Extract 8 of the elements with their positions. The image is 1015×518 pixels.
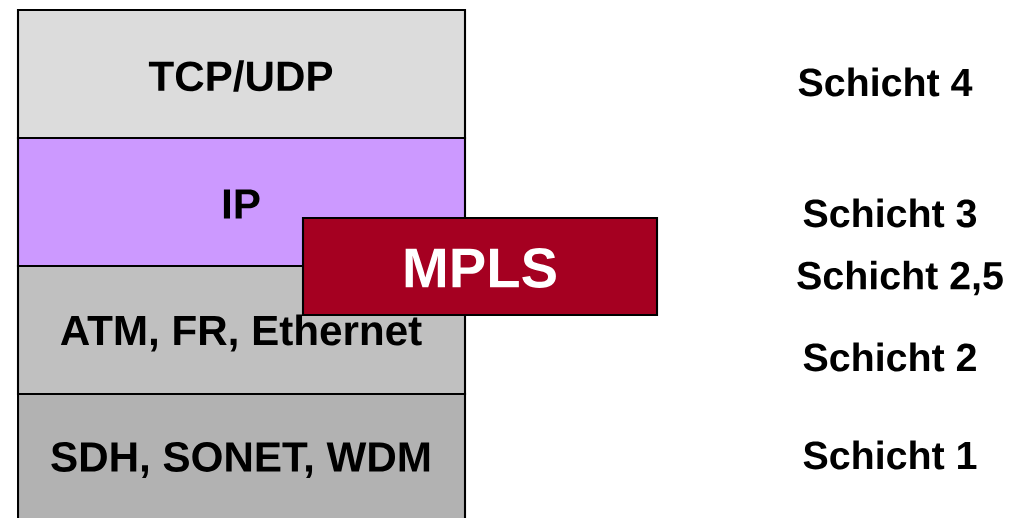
- layer-box: TCP/UDP: [16, 8, 467, 140]
- layer-label: Schicht 2,5: [797, 260, 1003, 296]
- layer-box: SDH, SONET, WDM: [16, 392, 467, 518]
- layer-label: Schicht 2: [803, 342, 976, 372]
- layer-label: Schicht 3: [803, 198, 977, 228]
- layer-label: Schicht 1: [803, 440, 977, 470]
- layer-box: MPLS: [301, 216, 659, 317]
- layer-label: Schicht 4: [798, 67, 973, 97]
